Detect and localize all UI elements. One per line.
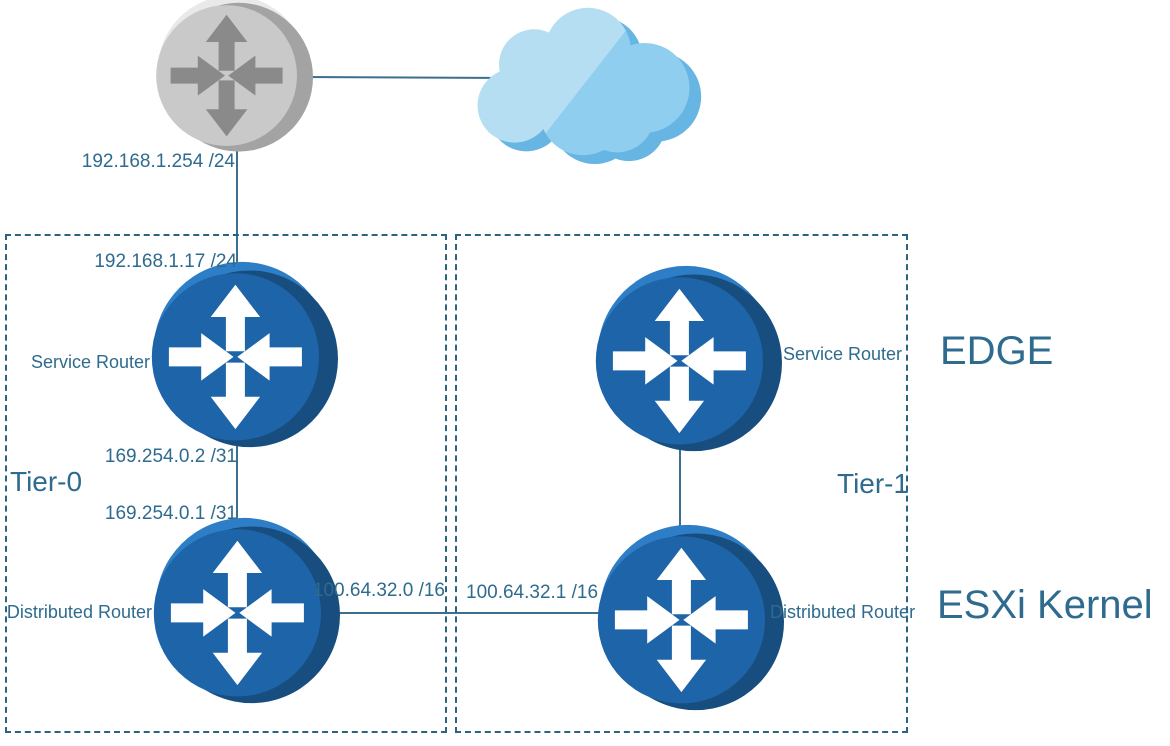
- tier1-distributed-router-icon: [594, 523, 784, 713]
- tier0-zone-box: [5, 234, 447, 733]
- tier0-distributed-router-icon: [150, 516, 340, 706]
- cloud-icon: [458, 0, 708, 166]
- tier0-service-router-icon: [148, 260, 338, 450]
- physical-router-icon: [153, 0, 313, 154]
- edge-row-annotation: EDGE: [940, 329, 1054, 373]
- esxi-kernel-row-annotation: ESXi Kernel: [937, 583, 1153, 627]
- ip-label-t0-dr-uplink: 169.254.0.1 /31: [104, 503, 237, 524]
- tier0-service-router-label: Service Router: [30, 352, 150, 372]
- ip-label-t0-sr-uplink: 192.168.1.17 /24: [94, 251, 237, 272]
- tier1-service-router-icon: [592, 264, 782, 454]
- tier0-distributed-router-label: Distributed Router: [6, 602, 152, 622]
- ip-label-physical-uplink: 192.168.1.254 /24: [81, 151, 235, 172]
- tier1-service-router-label: Service Router: [783, 344, 903, 364]
- ip-label-t1-dr-uplink: 100.64.32.1 /16: [466, 582, 599, 603]
- ip-label-t0-sr-downlink: 169.254.0.2 /31: [104, 446, 237, 467]
- ip-label-t0-dr-downlink: 100.64.32.0 /16: [312, 580, 445, 601]
- tier1-zone-label: Tier-1: [837, 468, 910, 499]
- tier1-distributed-router-label: Distributed Router: [770, 602, 916, 622]
- tier0-zone-label: Tier-0: [10, 466, 83, 497]
- tier1-zone-box: [455, 234, 908, 733]
